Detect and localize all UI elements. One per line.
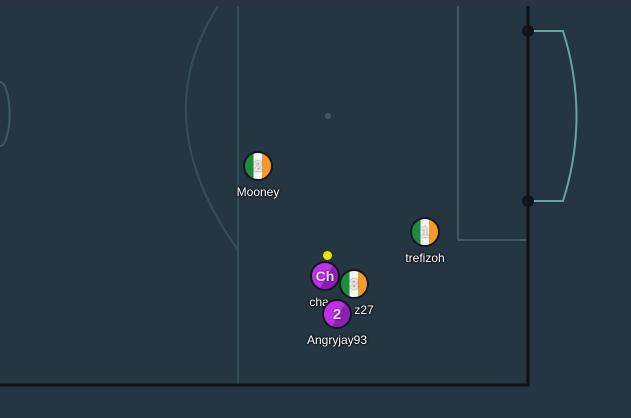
goal-post-top [522,25,534,37]
player-token-mooney[interactable]: 2 [243,151,273,181]
top-bar [0,0,631,6]
player-name: z27 [354,303,374,317]
player-name: Angryjay93 [306,333,368,347]
player-number: 1 [420,223,430,241]
player-token-trefizoh[interactable]: 1 [410,217,440,247]
goal-post-bottom [522,195,534,207]
player-name: trefizoh [405,251,445,265]
penalty-box [457,6,528,241]
ball [322,250,333,261]
player-number: 2 [253,157,263,175]
player-token-ch[interactable]: Ch [310,261,340,291]
player-name: Mooney [236,185,280,199]
center-spot [325,113,331,119]
goal-net [528,30,578,202]
field-boundary [0,6,530,387]
player-token-angryjay93[interactable]: 2 [322,299,352,329]
large-arc [185,5,239,251]
player-number: 3 [349,275,359,293]
player-token-3[interactable]: 3 [339,269,369,299]
player-number: 2 [332,305,342,323]
player-number: Ch [315,268,335,284]
left-circle-arc [0,81,11,147]
